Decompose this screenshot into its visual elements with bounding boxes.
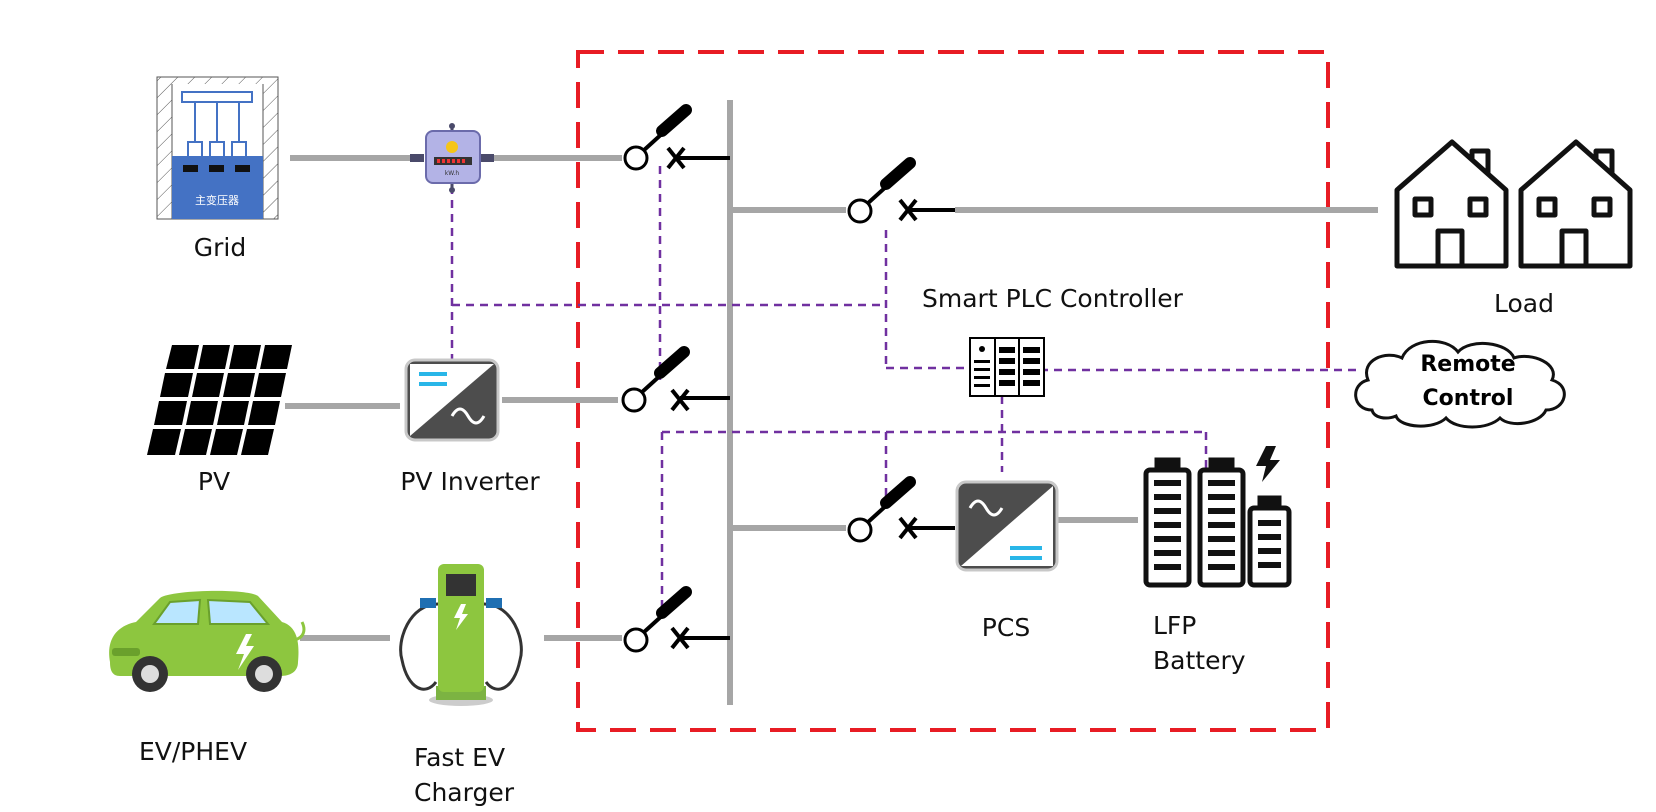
remote-control-label-line1: Remote: [1420, 352, 1515, 377]
breaker-pv: [621, 346, 730, 413]
load-label: Load: [1494, 289, 1554, 318]
charger-label-line1: Fast EV: [414, 743, 505, 772]
power-lines: [285, 155, 1378, 641]
inverter-icon: [404, 358, 500, 442]
remote-control-label-line2: Control: [1423, 386, 1514, 411]
solar-panel-icon: [146, 344, 292, 455]
lightning-icon: [1256, 446, 1280, 482]
transformer-icon: 主变压器: [156, 76, 279, 220]
electric-car-icon: [109, 590, 306, 692]
energy-meter-icon: kW.h: [410, 123, 494, 193]
breaker-load: [847, 157, 955, 224]
breaker-pcs: [847, 476, 955, 543]
charger-label-line2: Charger: [414, 778, 515, 807]
battery-cells: [1154, 480, 1281, 570]
battery-label-line2: Battery: [1153, 646, 1246, 675]
grid-label: Grid: [194, 233, 246, 262]
battery-label-line1: LFP: [1153, 611, 1196, 640]
breaker-grid: [623, 104, 730, 171]
cloud-icon: [1354, 339, 1566, 429]
ev-charger-icon: [399, 564, 523, 706]
pv-label: PV: [198, 467, 230, 496]
transformer-label: 主变压器: [195, 193, 239, 207]
plc-label: Smart PLC Controller: [922, 284, 1184, 313]
signal-lines: [450, 166, 1360, 615]
pcs-label: PCS: [982, 613, 1030, 642]
breaker-charger: [623, 586, 730, 653]
house-icon: [1518, 139, 1633, 269]
ev-label: EV/PHEV: [139, 737, 247, 766]
battery-icon: [1143, 457, 1292, 588]
plc-controller-icon: [969, 337, 1045, 397]
system-boundary: [576, 50, 1330, 732]
inverter-icon: [955, 480, 1059, 572]
pv-inverter-label: PV Inverter: [400, 467, 540, 496]
meter-label: kW.h: [445, 170, 460, 177]
house-icon: [1394, 139, 1509, 269]
